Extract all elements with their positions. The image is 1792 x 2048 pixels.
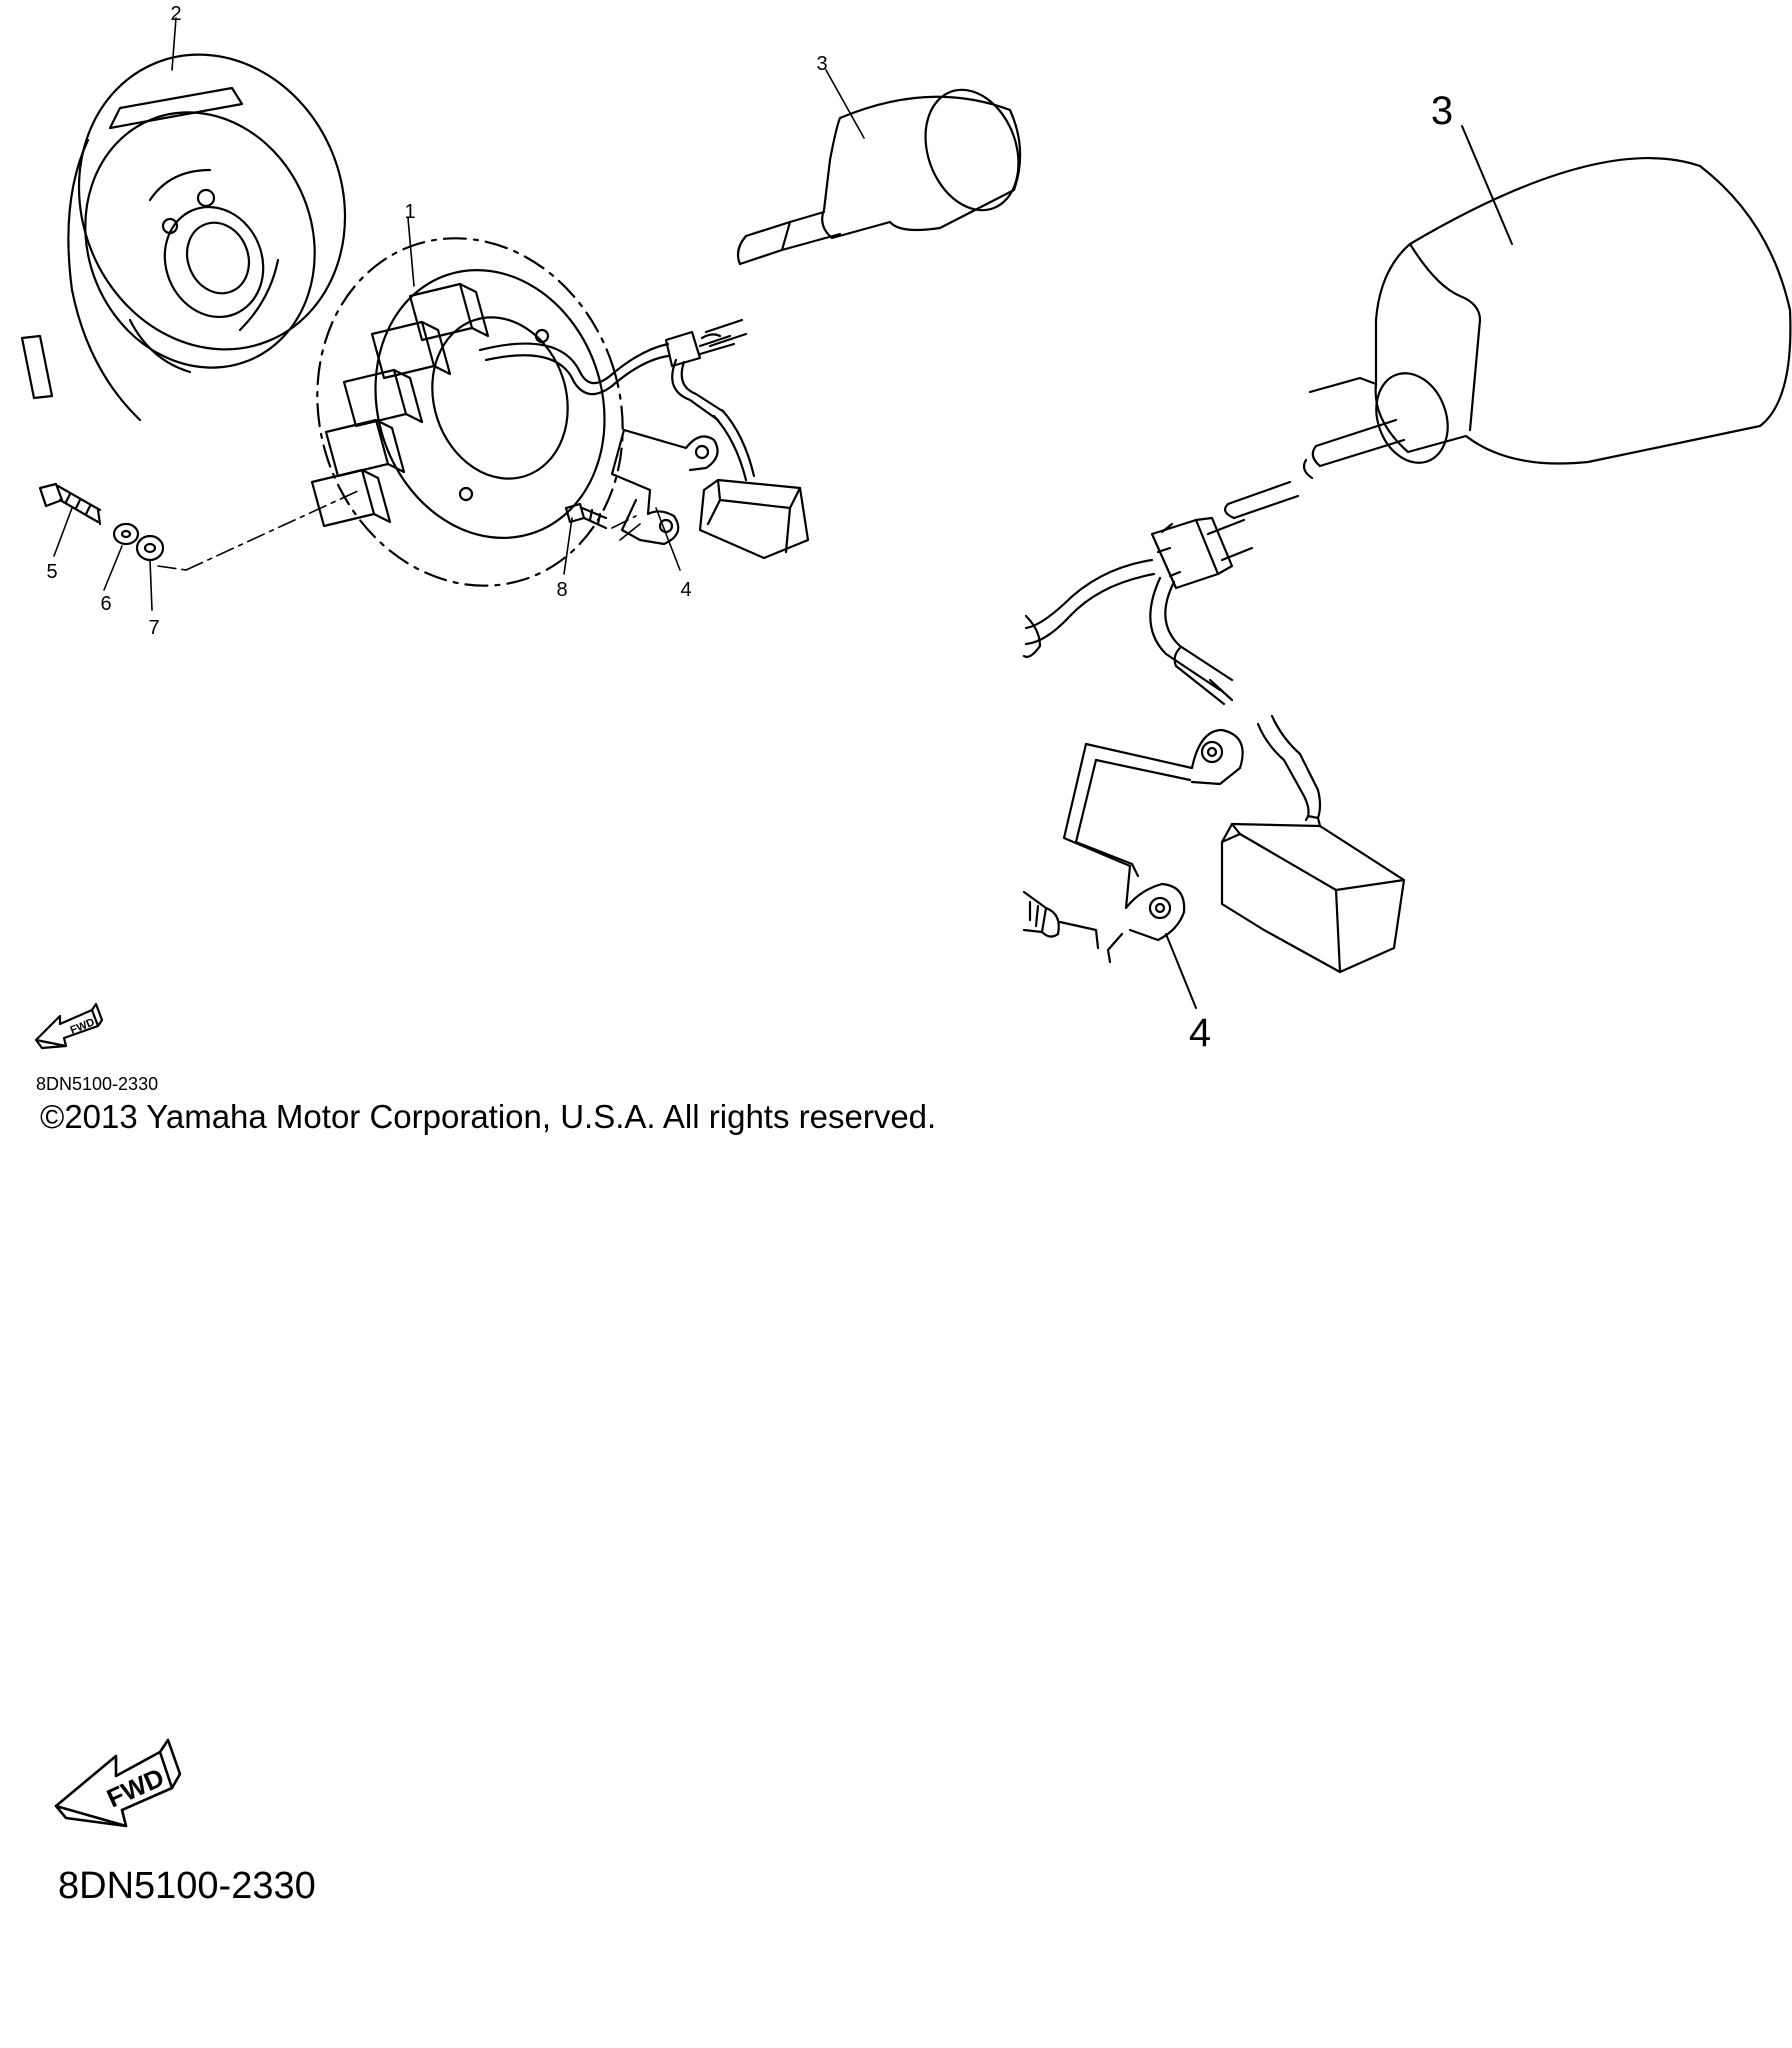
bracket-detail <box>1062 728 1244 964</box>
callout-3: 3 <box>816 53 827 75</box>
callout-8: 8 <box>556 579 567 601</box>
callout-leaders-small <box>53 17 865 611</box>
bolt-part-5 <box>38 482 102 526</box>
high-tension-lead-detail <box>1224 480 1300 520</box>
sensor-box-detail <box>1220 814 1406 974</box>
screw-detail <box>1022 890 1100 950</box>
flywheel-rotor <box>20 53 347 422</box>
washer-part-6 <box>112 522 140 546</box>
diagram-code-large: 8DN5100-2330 <box>58 1865 316 1907</box>
callout-labels-detail: 3 4 <box>1189 89 1453 1055</box>
copyright-notice: ©2013 Yamaha Motor Corporation, U.S.A. A… <box>40 1098 937 1135</box>
diagram-code-small: 8DN5100-2330 <box>36 1074 159 1094</box>
ignition-coil <box>736 88 1022 266</box>
callout-5: 5 <box>46 561 57 583</box>
alignment-lines <box>157 489 637 571</box>
callout-4-detail: 4 <box>1189 1011 1211 1055</box>
callout-labels-small: 2 1 3 5 6 7 8 4 <box>46 3 827 639</box>
screw-part-8 <box>564 502 608 530</box>
wire-grommet <box>664 330 736 422</box>
sensor-box-small <box>698 408 810 560</box>
callout-3-detail: 3 <box>1431 89 1453 133</box>
high-tension-lead-small <box>704 318 748 348</box>
callout-leaders-detail <box>1165 125 1513 1009</box>
wire-grommet-detail <box>1022 516 1322 822</box>
fwd-arrow-icon-large <box>54 1738 182 1828</box>
callout-1: 1 <box>404 201 415 223</box>
fwd-label-large: FWD <box>102 1762 168 1813</box>
callout-4: 4 <box>680 579 691 601</box>
ignition-coil-detail <box>1302 156 1792 480</box>
callout-6: 6 <box>100 593 111 615</box>
washer-part-7 <box>135 534 165 562</box>
callout-2: 2 <box>170 3 181 25</box>
stator <box>310 237 670 587</box>
callout-7: 7 <box>148 617 159 639</box>
bracket-small <box>610 428 719 546</box>
fwd-arrow-icon-small <box>34 1002 104 1050</box>
